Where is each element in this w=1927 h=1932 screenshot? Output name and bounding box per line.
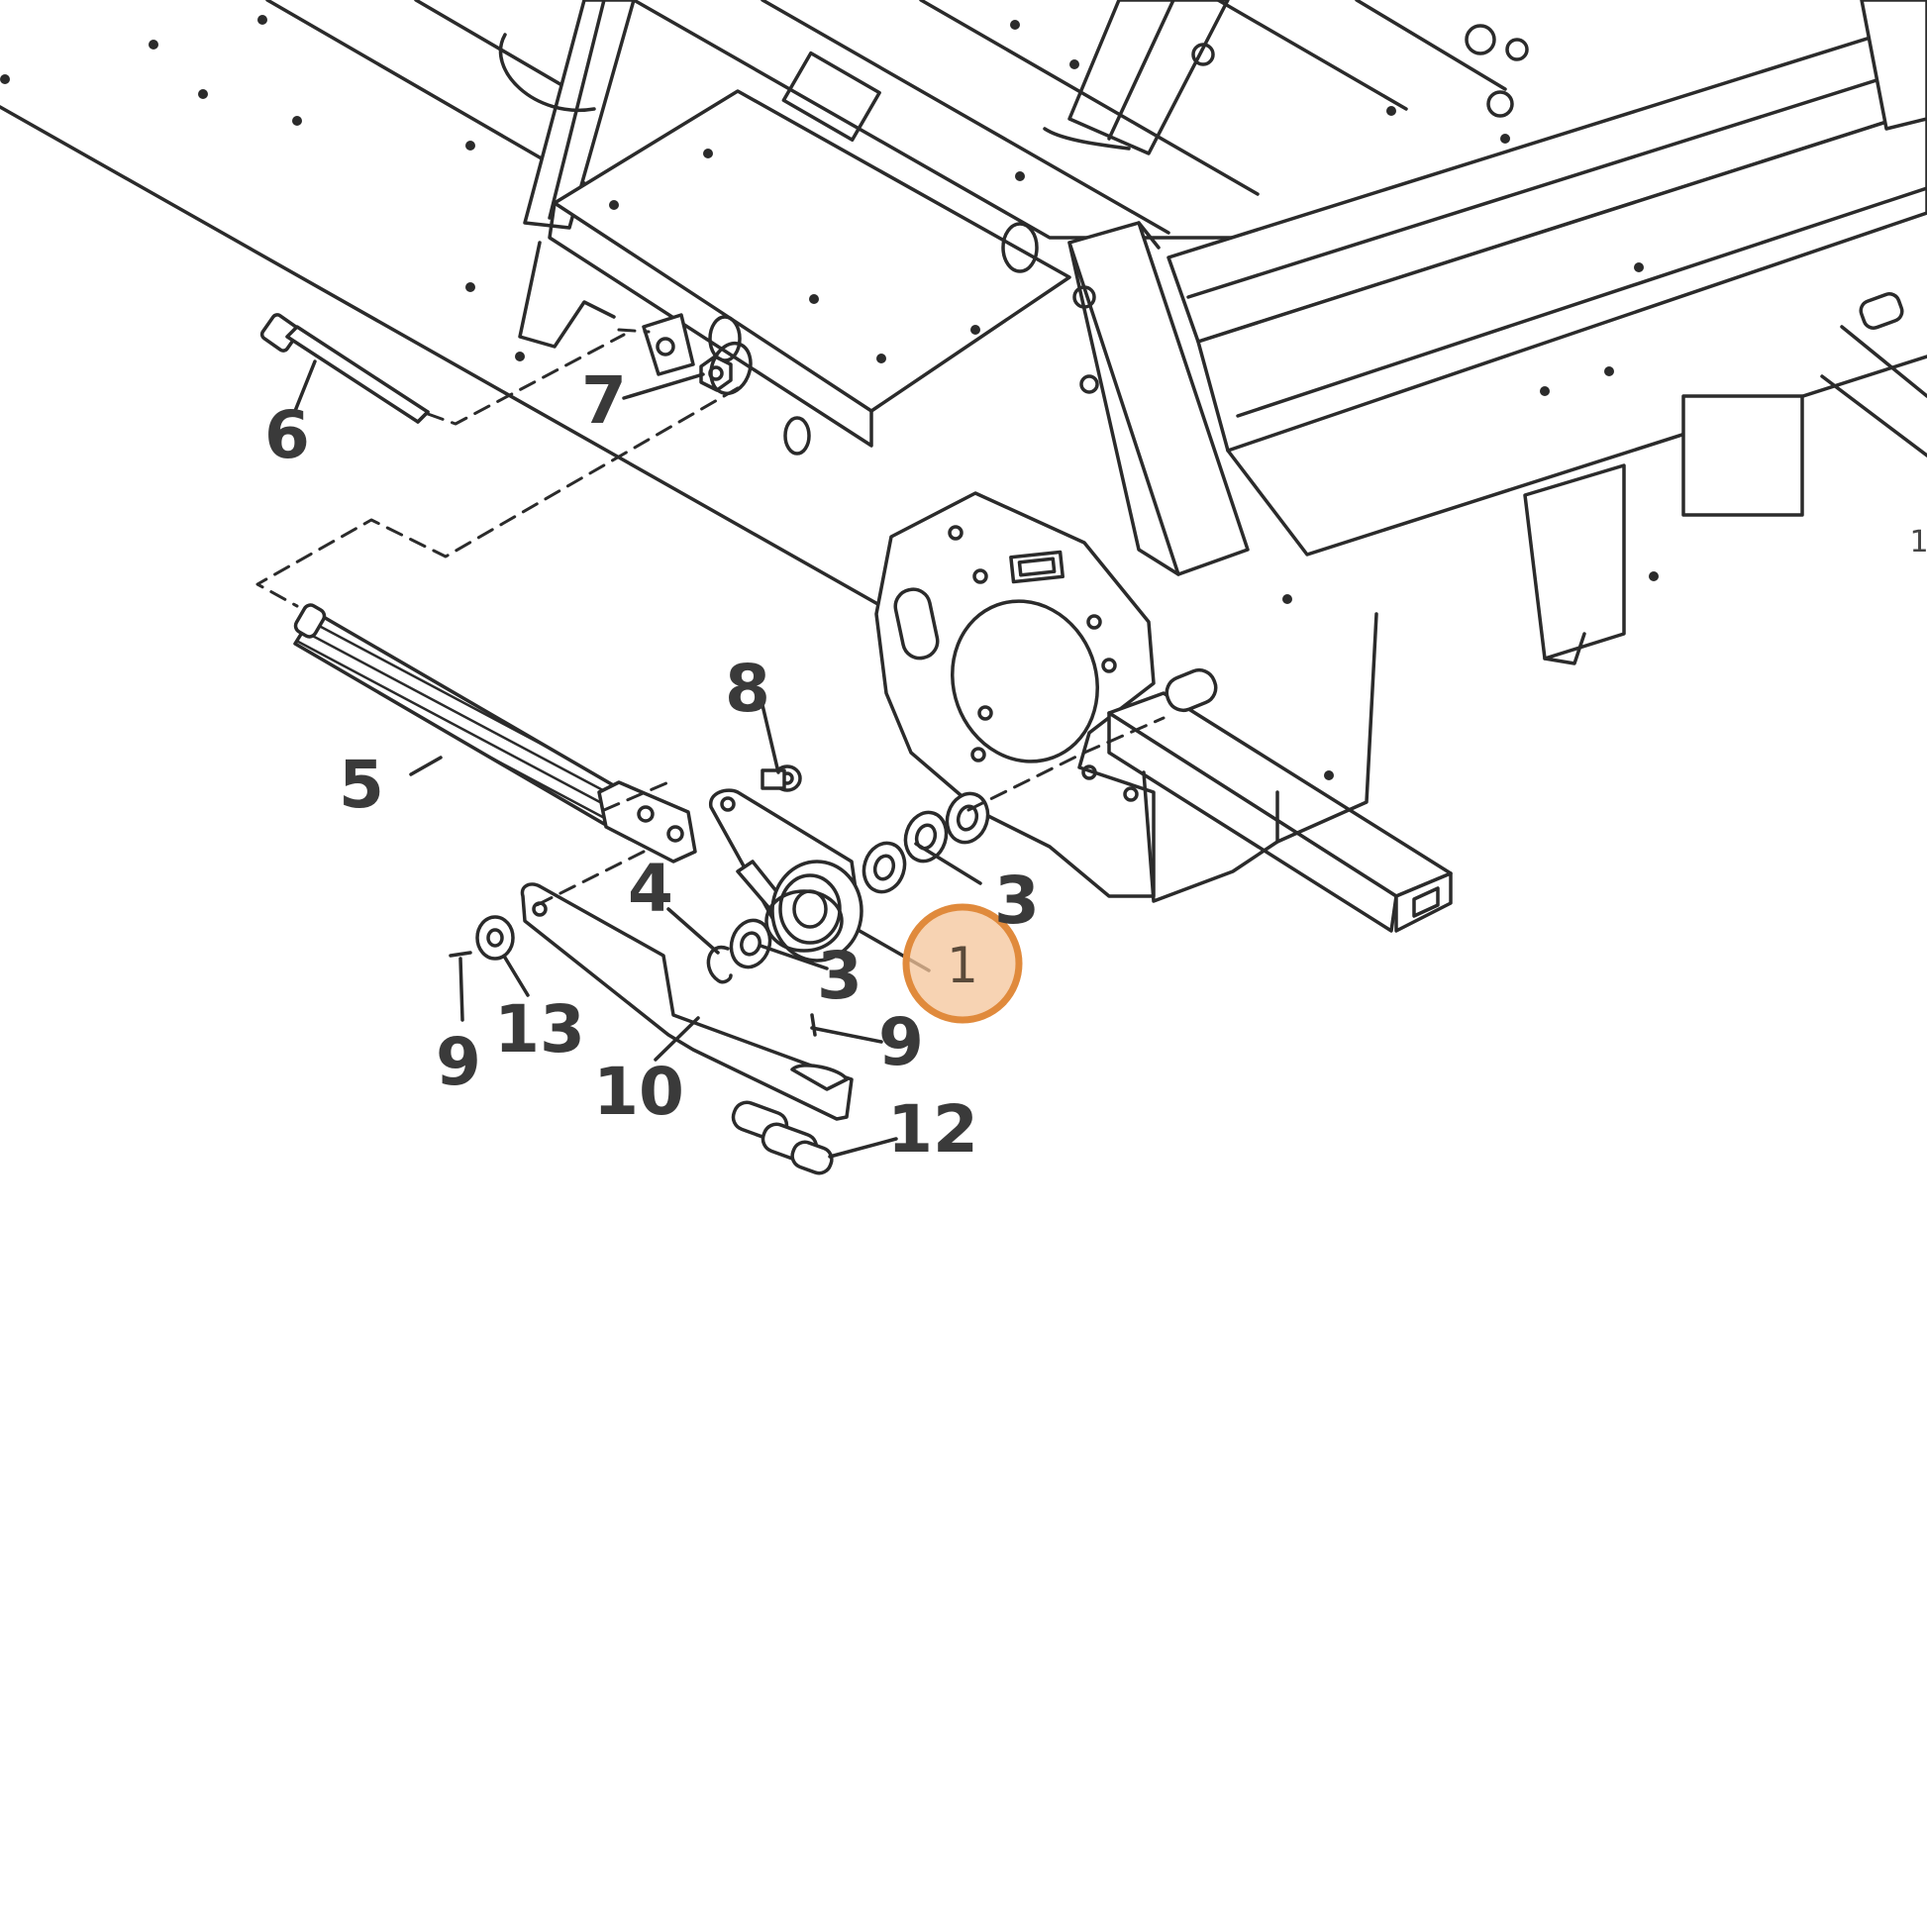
callout-5: 5 — [339, 747, 384, 823]
callout-4: 4 — [628, 851, 673, 927]
callout-12: 12 — [887, 1091, 978, 1168]
edge-label: 1 — [1909, 525, 1927, 559]
callout-1: 1 — [947, 937, 978, 994]
callout-10: 10 — [593, 1054, 684, 1130]
part-6-bolt — [259, 313, 430, 424]
callout-3-upper: 3 — [994, 863, 1040, 939]
part-12-chain — [731, 1100, 834, 1175]
frame-holes — [0, 15, 1659, 780]
part-9-cotter-pins — [449, 951, 817, 1037]
callout-13: 13 — [494, 991, 585, 1068]
mower-frame — [0, 0, 1927, 780]
part-5-spring — [293, 603, 697, 864]
idler-mount-plate — [874, 491, 1156, 898]
callout-9-left: 9 — [436, 1024, 481, 1100]
callout-3-lower: 3 — [817, 938, 862, 1014]
highlight-circle — [902, 903, 1023, 1024]
part-7-bracket-nut — [642, 313, 753, 396]
part-13-washer — [475, 915, 515, 961]
part-3-washers — [729, 791, 990, 969]
square-tube — [1107, 612, 1453, 933]
callout-7: 7 — [581, 362, 627, 439]
part-8-shoulder-bolt — [761, 764, 802, 792]
callout-8: 8 — [725, 651, 770, 727]
callout-9-right: 9 — [878, 1004, 924, 1080]
callout-labels: 6 7 8 5 4 3 3 1 9 13 9 10 12 1 — [264, 362, 1927, 1168]
part-10-link-bar — [520, 882, 854, 1121]
callout-6: 6 — [264, 397, 310, 473]
alignment-dashed-lines — [255, 328, 1166, 908]
part-1-idler-pulley — [764, 860, 863, 963]
